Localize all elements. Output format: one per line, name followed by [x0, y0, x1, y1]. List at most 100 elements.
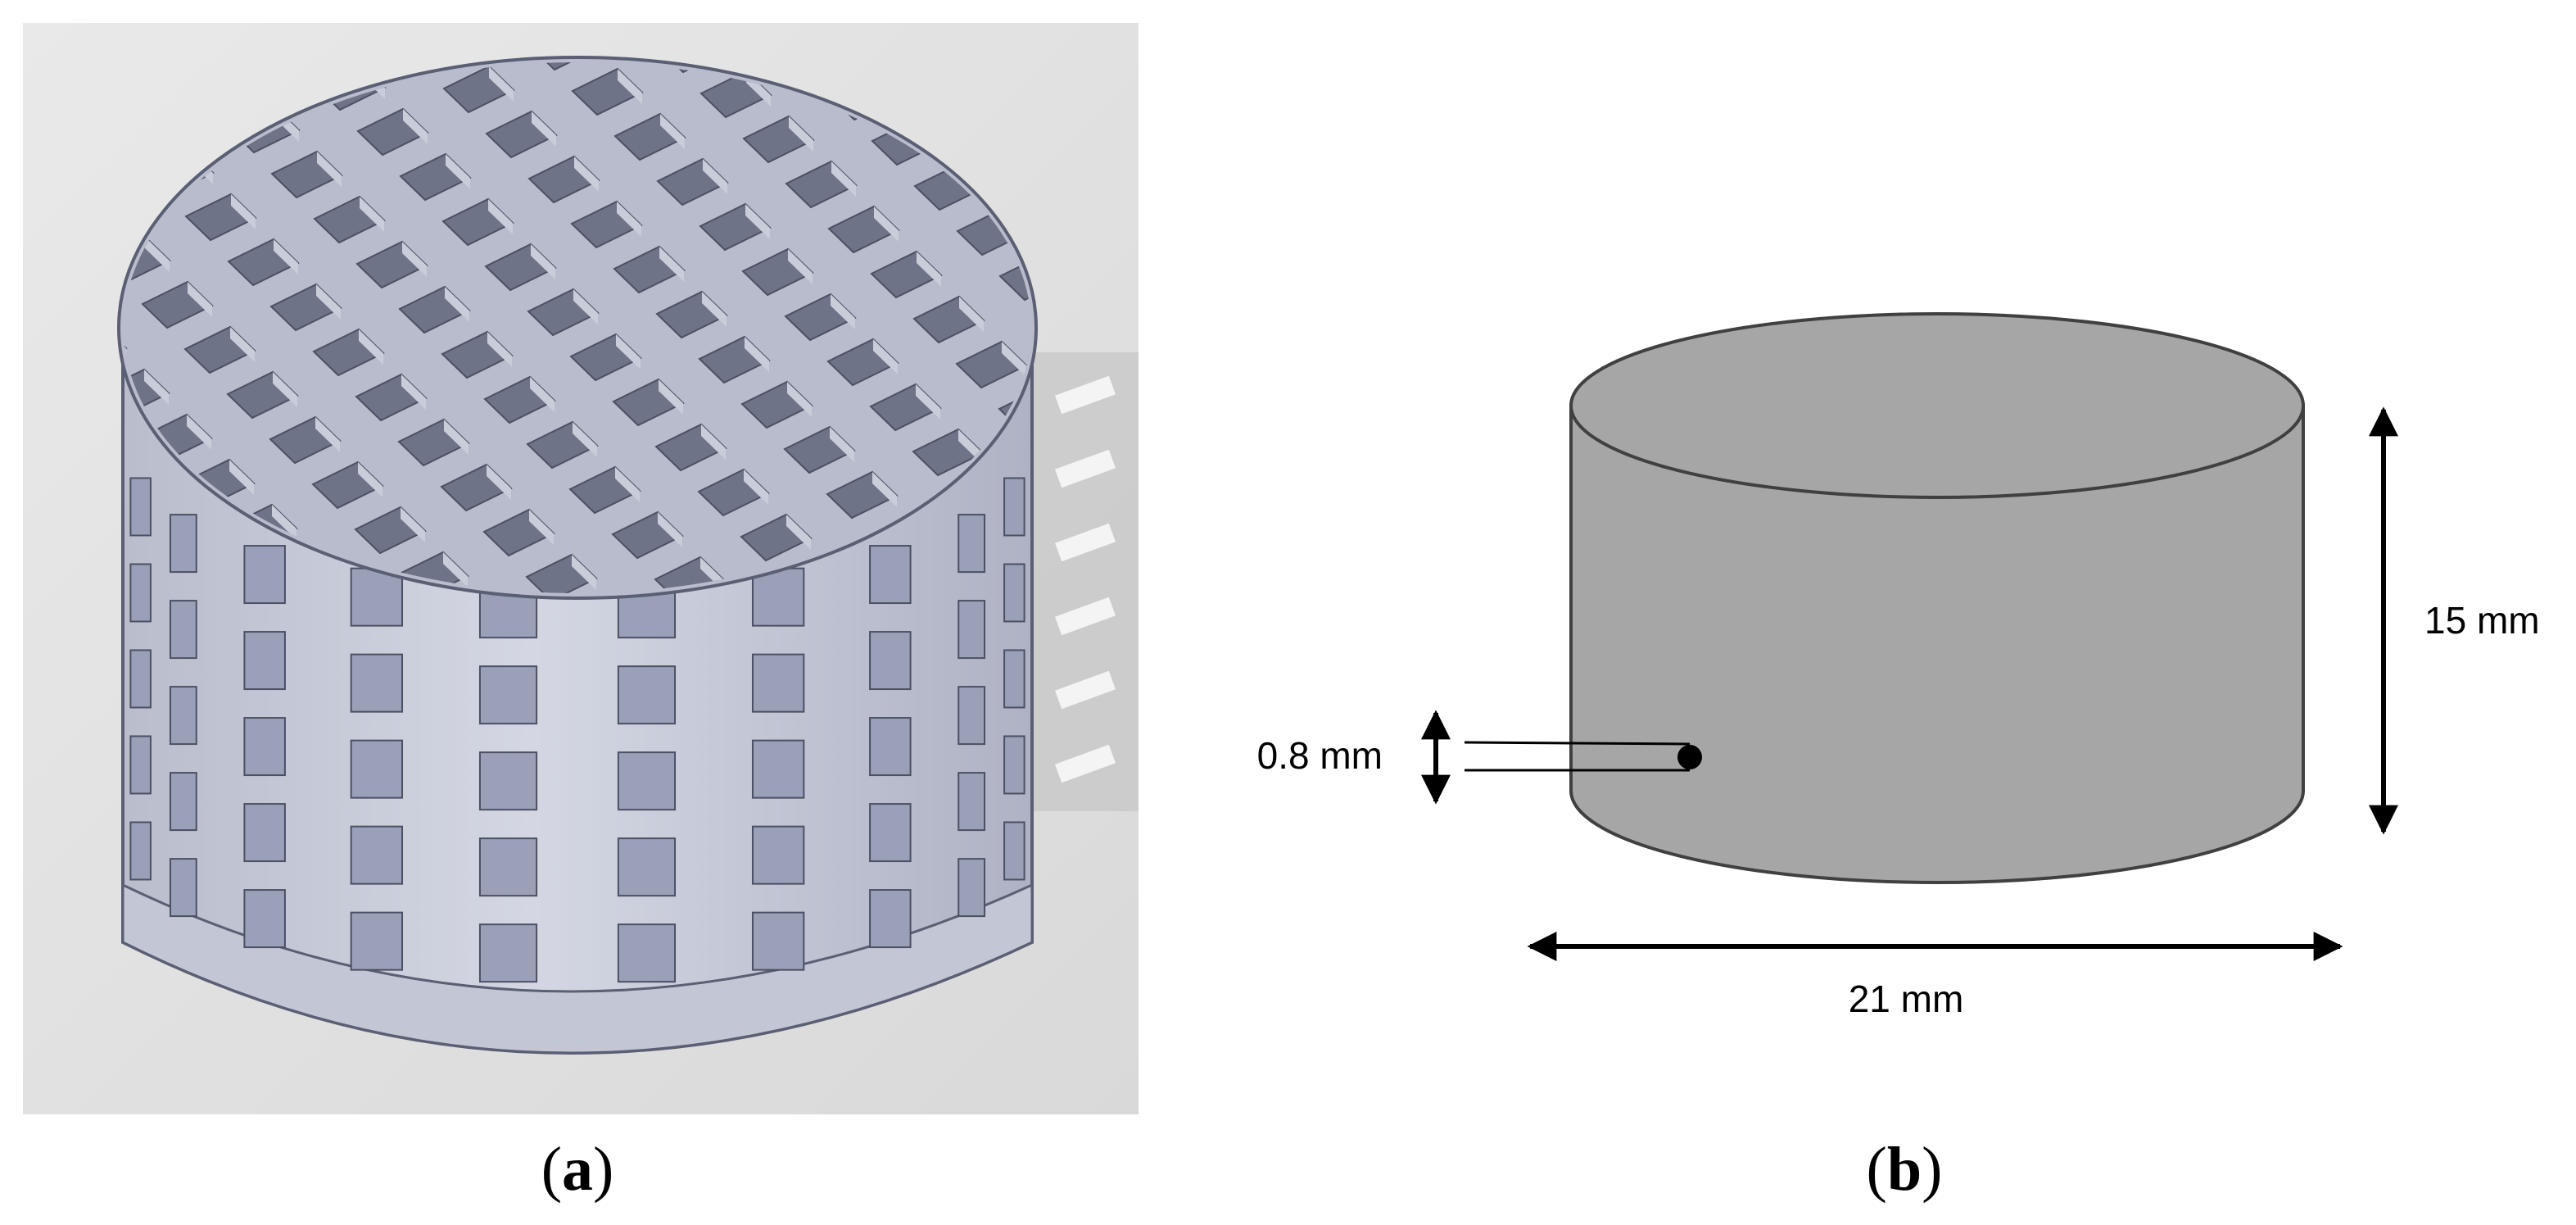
lattice-top-cell-face: [745, 337, 769, 372]
lattice-top-cell: [1342, 349, 1412, 395]
lattice-top-cell-face: [744, 470, 768, 505]
lattice-top-cell-face: [1175, 0, 1200, 26]
side-wall-window: [958, 858, 986, 918]
side-wall-window: [129, 821, 152, 881]
lattice-top-cell-face: [444, 420, 469, 455]
lattice-top-cell-face: [316, 284, 341, 320]
lattice-top-cell-face: [618, 69, 642, 104]
side-wall-window: [350, 567, 404, 627]
lattice-top-cell-face: [1389, 84, 1414, 119]
lattice-top-cell: [1428, 306, 1498, 352]
lattice-top-cell-face: [488, 199, 513, 234]
side-wall-window: [169, 772, 197, 832]
lattice-top-cell-face: [617, 202, 641, 237]
lattice-top-cell-face: [659, 379, 683, 415]
lattice-top-cell-face: [530, 377, 555, 412]
lattice-top-cell-face: [404, 0, 428, 11]
lattice-top-cell-face: [1346, 171, 1370, 206]
lattice-top-cell: [359, 0, 428, 22]
lattice-top-cell-face: [229, 460, 254, 495]
lattice-top-cell-face: [1047, 0, 1071, 24]
lattice-top-cell: [1173, 36, 1243, 82]
side-wall-window: [243, 803, 286, 863]
side-wall-window: [243, 631, 286, 691]
side-wall-window: [129, 477, 152, 537]
lattice-top-cell-face: [274, 239, 298, 274]
lattice-top-cell: [1256, 392, 1326, 438]
side-wall-window: [129, 649, 152, 709]
lattice-top-cell-face: [959, 297, 984, 332]
lattice-top-cell-face: [1259, 347, 1283, 382]
lattice-top-cell: [1129, 256, 1198, 302]
cylinder-top: [1569, 312, 2305, 499]
lattice-top-cell-face: [572, 555, 596, 590]
lattice-top-cell-face: [789, 116, 813, 152]
lattice-top-cell-face: [272, 505, 297, 540]
lattice-top-cell-face: [787, 382, 812, 417]
lattice-top-cell: [1257, 259, 1327, 305]
diameter-dimension-label: 21 mm: [1849, 978, 1964, 1020]
lattice-top-cell-face: [188, 282, 212, 317]
side-wall-window: [129, 735, 152, 795]
lattice-top-cell: [1387, 129, 1456, 175]
lattice-top-cell-face: [1474, 174, 1499, 209]
lattice-top-cell-face: [703, 159, 727, 194]
side-wall-window: [1003, 649, 1025, 709]
lattice-top-cell-face: [872, 472, 897, 507]
side-wall-window: [869, 717, 912, 777]
hole-leader-top: [1464, 741, 1691, 746]
lattice-top-cell-face: [532, 111, 556, 147]
lattice-top-cell-face: [1175, 124, 1199, 159]
lattice-top-cell-face: [147, 0, 171, 7]
lattice-top-cell-face: [916, 384, 940, 420]
side-wall-window: [169, 514, 197, 574]
shadow-gaps: [1055, 375, 1116, 783]
side-wall-window: [350, 911, 404, 971]
side-wall-window: [751, 825, 805, 885]
lattice-top-cell-face: [830, 427, 854, 462]
lattice-top-cell-face: [616, 334, 641, 370]
lattice-top-cell-face: [359, 329, 383, 365]
lattice-top-cell-face: [401, 507, 425, 542]
lattice-top-cell: [487, 0, 557, 25]
side-wall-window: [869, 803, 912, 863]
lattice-top-cell-face: [1474, 306, 1498, 342]
lattice-top-cell: [1171, 302, 1241, 347]
lattice-top-cell-face: [489, 66, 514, 102]
side-wall-window: [751, 739, 805, 799]
lattice-top-cell-face: [532, 0, 557, 14]
lattice-top-cell: [1385, 394, 1455, 440]
lattice-top-cell-face: [659, 247, 684, 282]
lattice-top-cell-face: [446, 154, 470, 189]
side-wall-window: [243, 545, 286, 605]
side-wall-window: [958, 686, 986, 746]
lattice-top-cell-face: [1388, 216, 1413, 252]
lattice-top-cell: [1214, 347, 1283, 392]
lattice-top-cell-face: [1258, 479, 1283, 515]
lattice-top-cell: [1299, 437, 1369, 483]
lattice-top-cell-face: [788, 249, 813, 284]
side-wall-window: [478, 923, 538, 983]
lattice-top-cell-face: [1303, 126, 1328, 161]
side-wall-window: [169, 600, 197, 660]
side-wall-window: [617, 923, 677, 983]
lattice-top-cell-face: [230, 327, 255, 362]
lattice-top-cell-face: [574, 157, 599, 192]
side-wall-window: [1003, 477, 1025, 537]
lattice-top-cell: [1213, 479, 1283, 525]
side-wall-window: [350, 653, 404, 713]
lattice-top-cell: [1130, 0, 1200, 37]
caption-a: (a): [541, 1135, 614, 1204]
lattice-top-cell-face: [487, 332, 512, 367]
lattice-top-cell-face: [315, 417, 340, 452]
side-wall-window: [169, 858, 197, 918]
lattice-top-face: [117, 56, 1038, 600]
lattice-top-cell-face: [401, 374, 426, 410]
side-wall-window: [350, 825, 404, 885]
lattice-top-cell-face: [661, 0, 686, 16]
side-wall-window: [617, 837, 677, 897]
lattice-top-cell-face: [745, 204, 770, 239]
side-wall-window: [478, 837, 538, 897]
lattice-top-cell-face: [786, 515, 811, 550]
lattice-top-cell: [1429, 174, 1499, 220]
